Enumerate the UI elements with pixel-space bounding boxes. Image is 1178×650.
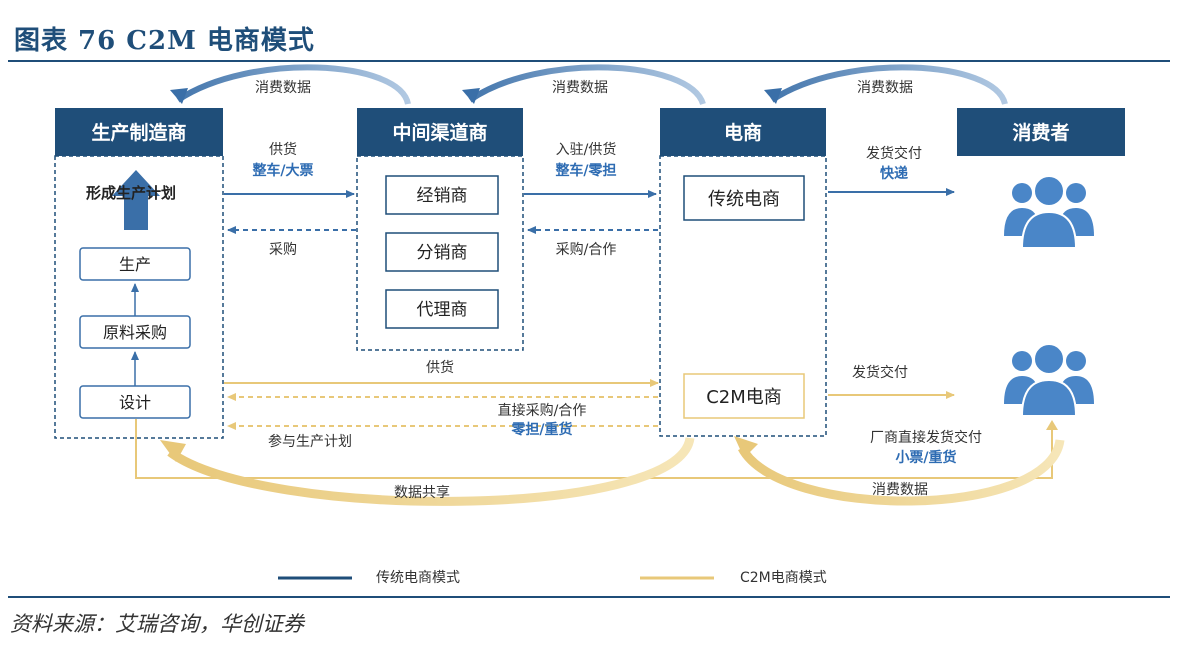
label-consume-data-2: 消费数据: [552, 80, 608, 96]
label-direct-purchase-bold: 零担/重货: [510, 421, 572, 438]
traditional-ecom-box: [683, 175, 805, 221]
legend: 传统电商模式 C2M电商模式: [278, 570, 827, 586]
manufacturer-node: 生产制造商 形成生产计划 生产 原料采购 设计: [54, 108, 224, 439]
label-c2m-consume-data: 消费数据: [872, 482, 928, 498]
label-consume-data-3: 消费数据: [857, 80, 913, 96]
label-settle-supply-bold: 整车/零担: [554, 162, 616, 179]
top-data-arcs: [170, 64, 1008, 106]
distributor-box: [385, 232, 499, 272]
manufacturer-dashed-box: [54, 155, 224, 439]
label-purchase-coop: 采购/合作: [556, 242, 617, 258]
traditional-ecom-label: 传统电商: [708, 189, 780, 210]
label-supply-bold: 整车/大票: [251, 162, 313, 179]
label-supply: 供货: [269, 141, 297, 158]
dealer-box: [385, 175, 499, 215]
middleman-dashed-box: [356, 155, 524, 351]
step-production: 生产: [119, 255, 151, 274]
middleman-header-box: [357, 108, 523, 156]
consumer-header: 消费者: [1012, 121, 1069, 144]
label-deliver: 发货交付: [866, 145, 922, 162]
label-data-share: 数据共享: [394, 484, 450, 501]
title-bar: 图表 76 C2M 电商模式: [8, 18, 1170, 62]
label-factory-direct-bold: 小票/重货: [895, 449, 956, 466]
step-design: 设计: [119, 393, 151, 412]
ecommerce-header: 电商: [724, 121, 762, 144]
step-box-production: [79, 247, 191, 281]
distributor-label: 分销商: [417, 243, 468, 263]
label-join-plan: 参与生产计划: [268, 433, 352, 450]
ecommerce-header-box: [660, 108, 826, 156]
label-settle-supply: 入驻/供货: [556, 141, 617, 158]
label-purchase: 采购: [269, 242, 297, 258]
consumer-header-box: [957, 108, 1125, 156]
people-icon-top: [1004, 175, 1094, 249]
label-direct-purchase: 直接采购/合作: [498, 402, 587, 419]
c2m-ecom-box: [683, 373, 805, 419]
step-materials: 原料采购: [103, 323, 167, 342]
legend-c2m-label: C2M电商模式: [740, 570, 827, 586]
middleman-node: 中间渠道商 经销商 分销商 代理商: [356, 108, 524, 351]
label-deliver-bold: 快递: [880, 165, 908, 182]
legend-traditional-label: 传统电商模式: [376, 570, 460, 586]
source-note: 资料来源：艾瑞咨询，华创证券: [10, 612, 304, 636]
plan-label: 形成生产计划: [86, 184, 176, 202]
manufacturer-header: 生产制造商: [91, 121, 186, 144]
ecommerce-dashed-box: [659, 155, 827, 437]
label-c2m-deliver: 发货交付: [852, 364, 908, 381]
dealer-label: 经销商: [417, 186, 468, 206]
label-c2m-supply: 供货: [426, 359, 454, 376]
people-icon-bottom: [1004, 343, 1094, 417]
ecommerce-node: 电商 传统电商 C2M电商: [659, 108, 827, 437]
manufacturer-header-box: [55, 108, 223, 156]
agent-box: [385, 289, 499, 329]
up-arrow-icon: [112, 170, 160, 230]
label-factory-direct: 厂商直接发货交付: [870, 429, 982, 446]
agent-label: 代理商: [417, 300, 468, 320]
c2m-ecom-label: C2M电商: [706, 387, 782, 408]
middleman-header: 中间渠道商: [392, 121, 487, 144]
bottom-data-arcs: [160, 436, 1065, 506]
label-consume-data-1: 消费数据: [255, 80, 311, 96]
consumer-node: 消费者: [957, 108, 1125, 156]
figure-title: 图表 76 C2M 电商模式: [14, 26, 315, 56]
footer-divider: [8, 596, 1170, 598]
